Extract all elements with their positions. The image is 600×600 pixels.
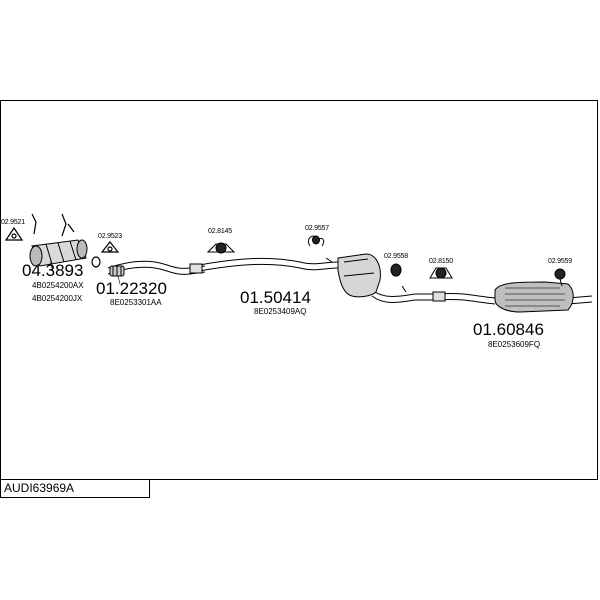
part-code-catalytic-1: 4B0254200AX: [32, 281, 84, 290]
rear-silencer: [494, 281, 574, 313]
diagram-frame: [0, 100, 598, 480]
catalytic-converter: [29, 239, 88, 267]
part-number-middle-silencer: 01.50414: [240, 288, 311, 307]
hanger-icon-02-9559: [554, 268, 566, 287]
clamp-icon-02-9521b: [31, 213, 75, 237]
hanger-icon-02-8145: [206, 242, 236, 254]
rear-pipe: [371, 289, 496, 299]
diagram-code: AUDI63969A: [0, 479, 150, 498]
part-label-02-9558: 02.9558: [384, 253, 408, 260]
hanger-icon-02-9557: [307, 235, 333, 263]
middle-pipe-inner: [194, 263, 339, 273]
part-label-02-9559: 02.9559: [548, 258, 572, 265]
part-label-02-9523: 02.9523: [98, 233, 122, 240]
hanger-icon-02-8150: [429, 267, 453, 279]
part-label-02-9521: 02.9521: [1, 219, 25, 226]
middle-pipe: [194, 257, 339, 267]
part-code-front-pipe: 8E0253301AA: [110, 298, 162, 307]
part-code-catalytic-2: 4B0254200JX: [32, 294, 83, 303]
part-number-front-pipe: 01.22320: [96, 279, 167, 298]
flex-joint: [109, 265, 125, 277]
part-number-catalytic: 04.3893: [22, 261, 84, 280]
rear-pipe-inner: [371, 295, 496, 305]
part-label-02-8145: 02.8145: [208, 228, 232, 235]
bracket: [189, 263, 446, 302]
part-code-middle-silencer: 8E0253409AQ: [254, 307, 307, 316]
hanger-icon-02-9558: [390, 263, 407, 293]
part-number-rear-silencer: 01.60846: [473, 320, 544, 339]
gasket-icon-02-9523: [91, 241, 120, 268]
part-code-rear-silencer: 8E0253609FQ: [488, 340, 541, 349]
gasket-icon-02-9521: [4, 226, 24, 241]
front-pipe: [107, 260, 206, 269]
middle-silencer: [337, 253, 381, 298]
part-label-02-8150: 02.8150: [429, 258, 453, 265]
part-label-02-9557: 02.9557: [305, 225, 329, 232]
